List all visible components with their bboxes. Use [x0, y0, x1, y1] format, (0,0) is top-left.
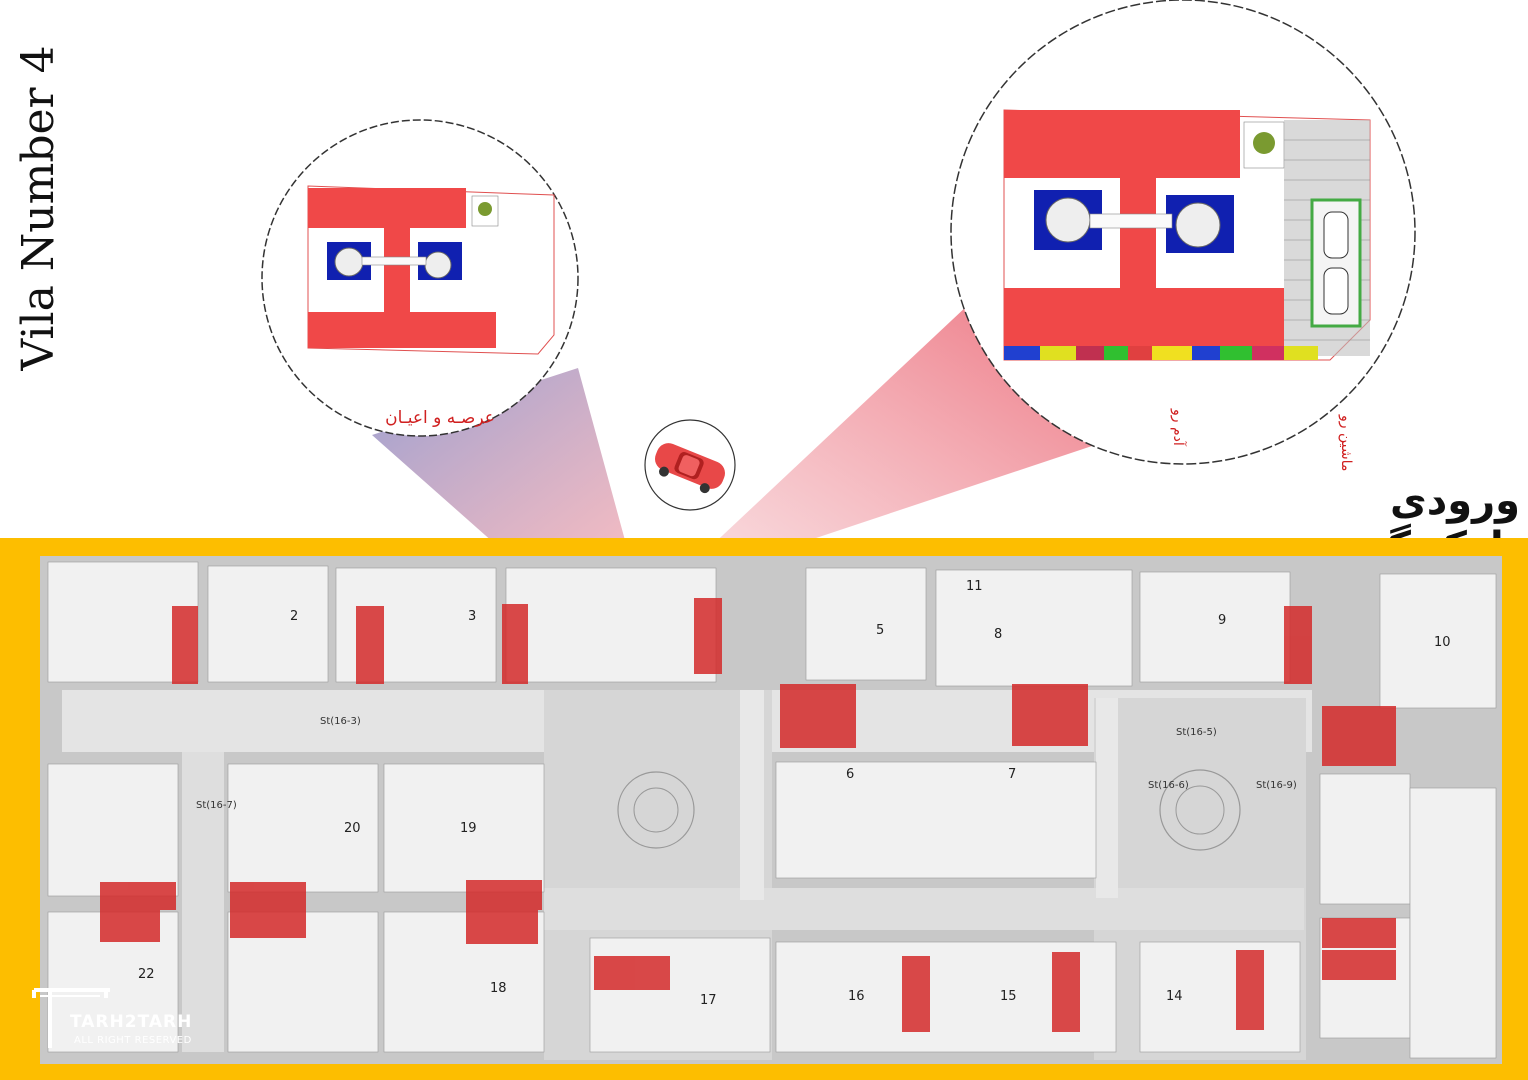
pedestrian-entrance-label: آدم رو	[1170, 409, 1186, 446]
plot-number: 7	[1008, 767, 1016, 782]
plot-number: 15	[1000, 989, 1017, 1004]
plot-number: 16	[848, 989, 865, 1004]
plot-number: 6	[846, 767, 854, 782]
street-label: St(16-9)	[1256, 780, 1297, 791]
site-map: St(16-3) St(16-5) St(16-6) St(16-7) St(1…	[0, 538, 1528, 1080]
right-callout-cone	[690, 305, 1095, 570]
plot-number: 22	[138, 967, 155, 982]
car-icon	[654, 443, 726, 494]
plot-number: 5	[876, 623, 884, 638]
left-villa-plan	[307, 185, 555, 355]
logo-tagline: ALL RIGHT RESERVED	[74, 1035, 192, 1046]
logo-name: TARH2TARH	[70, 1012, 193, 1032]
street-label: St(16-5)	[1176, 727, 1217, 738]
plot-number: 19	[460, 821, 477, 836]
plot-number: 9	[1218, 613, 1226, 628]
street-label: St(16-6)	[1148, 780, 1189, 791]
right-villa-plan	[1003, 109, 1371, 361]
street-label: St(16-3)	[320, 716, 361, 727]
plot-number: 10	[1434, 635, 1451, 650]
plot-number: 14	[1166, 989, 1183, 1004]
plot-number: 20	[344, 821, 361, 836]
street-label: St(16-7)	[196, 800, 237, 811]
plot-number: 17	[700, 993, 717, 1008]
vehicle-entrance-label: ماشین رو	[1338, 414, 1354, 471]
plot-number: 3	[468, 609, 476, 624]
plot-number: 18	[490, 981, 507, 996]
tarh2tarh-logo	[32, 988, 110, 1048]
plot-number: 2	[290, 609, 298, 624]
plot-number: 8	[994, 627, 1002, 642]
footprint-label: عرصـه و اعیـان	[385, 408, 495, 428]
highlighted-plots	[100, 598, 1396, 1032]
plot-number: 11	[966, 579, 983, 594]
